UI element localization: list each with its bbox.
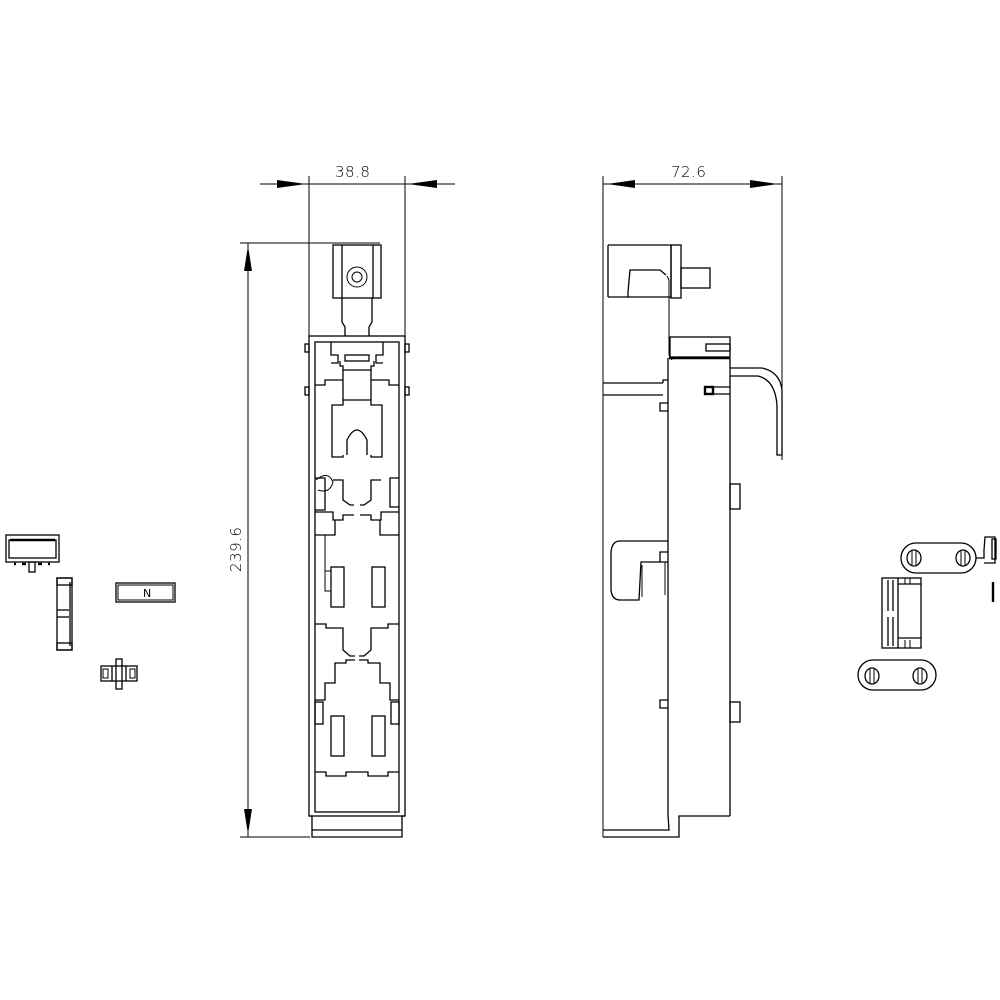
width-dimension: 38.8 xyxy=(260,163,455,340)
top-clamp-side xyxy=(607,244,711,361)
side-housing xyxy=(603,336,783,838)
front-housing xyxy=(304,335,410,838)
depth-dimension-label: 72.6 xyxy=(671,163,706,181)
height-dimension-label: 239.6 xyxy=(227,527,245,572)
hex-screw-icon xyxy=(346,266,368,288)
screw-link-top-icon xyxy=(900,536,997,574)
width-dimension-label: 38.8 xyxy=(335,163,370,181)
accessories-right xyxy=(857,536,997,691)
terminal-block-icon xyxy=(881,577,922,649)
neutral-marker-label: N xyxy=(143,587,151,600)
neutral-marker-icon: N xyxy=(115,582,176,603)
height-dimension: 239.6 xyxy=(227,242,380,838)
connector-pin-icon xyxy=(100,658,138,690)
screw-link-bottom-icon xyxy=(857,659,937,691)
front-view: 38.8 239.6 xyxy=(227,163,455,838)
side-clip-icon xyxy=(56,577,73,651)
depth-dimension: 72.6 xyxy=(602,163,783,837)
label-holder-icon xyxy=(5,534,60,573)
top-clamp xyxy=(332,244,382,336)
side-view: 72.6 xyxy=(602,163,783,838)
accessories-left: N xyxy=(5,534,176,690)
